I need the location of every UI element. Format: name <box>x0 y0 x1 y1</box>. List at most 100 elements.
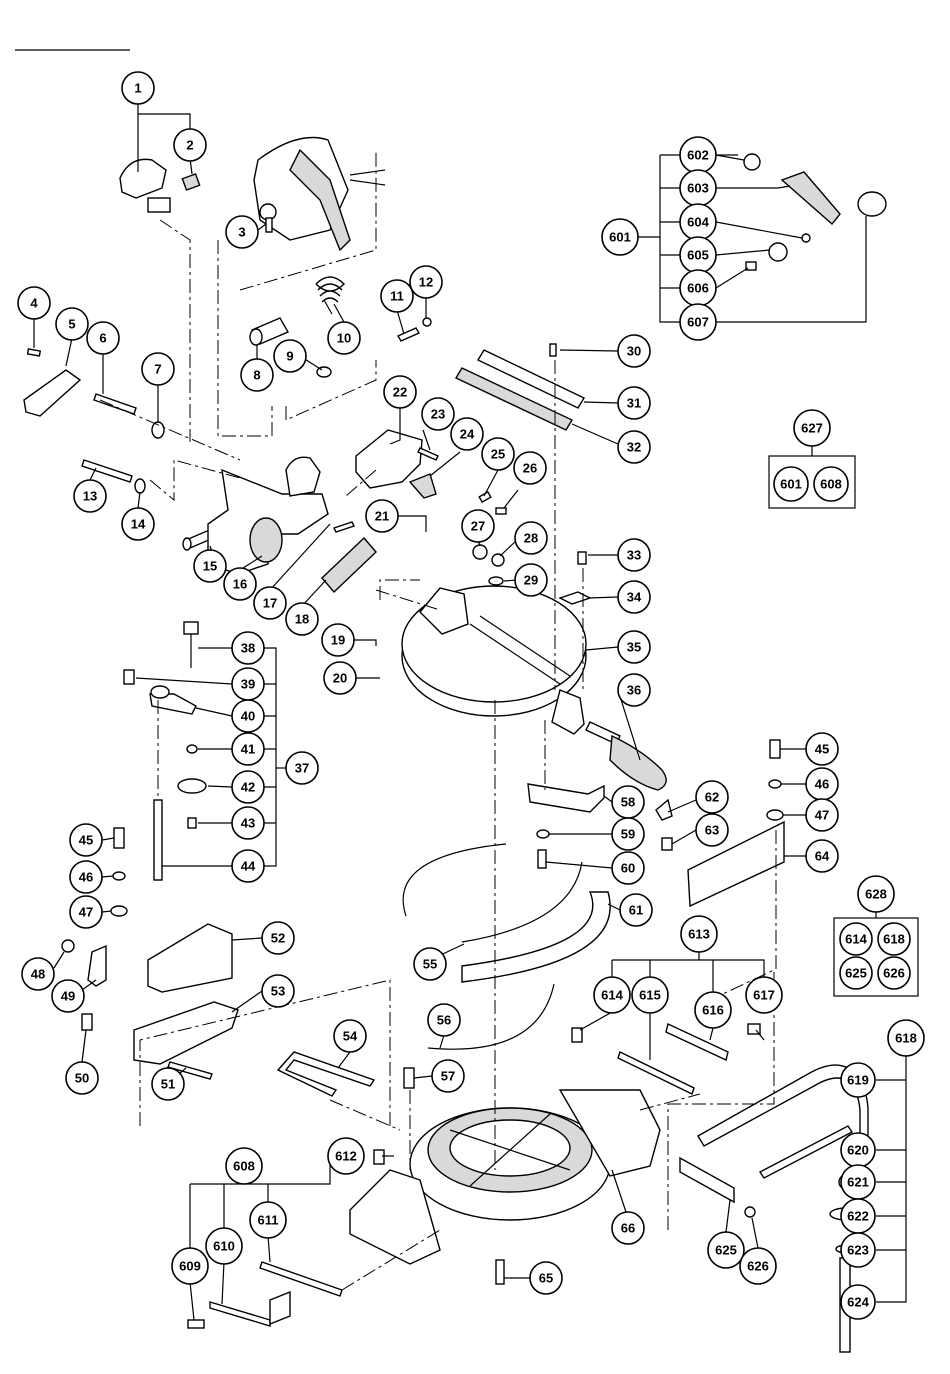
callout-608-label: 608 <box>233 1159 255 1174</box>
kit-627-box <box>768 455 856 509</box>
callout-12-label: 12 <box>419 275 433 290</box>
callout-626: 626 <box>739 1247 777 1285</box>
callout-31: 31 <box>617 386 651 420</box>
plate-18-drawing <box>321 536 377 594</box>
bolt-65-drawing <box>495 1259 505 1285</box>
kit-627-item-608: 608 <box>813 466 849 502</box>
callout-59: 59 <box>611 817 645 851</box>
callout-34: 34 <box>617 580 651 614</box>
bolt-13-drawing <box>81 459 133 483</box>
callout-40-label: 40 <box>241 709 255 724</box>
washer-14-drawing <box>134 478 146 494</box>
kit-628-item-614: 614 <box>839 922 873 956</box>
callout-627: 627 <box>793 409 831 447</box>
callout-7-label: 7 <box>154 362 161 377</box>
callout-625: 625 <box>707 1231 745 1269</box>
kit-627-item-601: 601 <box>773 466 809 502</box>
callout-3: 3 <box>225 215 259 249</box>
switch-drawing <box>119 158 167 199</box>
callout-38-label: 38 <box>241 641 255 656</box>
callout-31-label: 31 <box>627 396 641 411</box>
callout-35-label: 35 <box>627 640 641 655</box>
lever-24-drawing <box>408 473 437 499</box>
callout-5: 5 <box>55 307 89 341</box>
callout-36-label: 36 <box>627 683 641 698</box>
callout-28: 28 <box>514 521 548 555</box>
callout-614: 614 <box>593 976 631 1014</box>
callout-601-label: 601 <box>609 230 631 245</box>
bolt-45-right-drawing <box>769 739 781 759</box>
washer-46-left-drawing <box>112 871 126 881</box>
callout-63-label: 63 <box>705 823 719 838</box>
callout-611-label: 611 <box>258 1213 279 1228</box>
callout-37: 37 <box>285 751 319 785</box>
callout-45-right-label: 45 <box>815 742 829 757</box>
kit-628-box <box>833 917 919 997</box>
callout-617-label: 617 <box>753 988 775 1003</box>
handle-grip-drawing <box>289 148 351 252</box>
callout-610-label: 610 <box>213 1239 235 1254</box>
callout-13-label: 13 <box>83 489 97 504</box>
callout-624: 624 <box>840 1284 876 1320</box>
callout-46-right: 46 <box>805 767 839 801</box>
callout-613: 613 <box>680 915 718 953</box>
callout-58: 58 <box>611 785 645 819</box>
callout-64: 64 <box>805 839 839 873</box>
callout-613-label: 613 <box>688 927 710 942</box>
callout-18: 18 <box>285 602 319 636</box>
callout-620: 620 <box>840 1132 876 1168</box>
callout-46-left: 46 <box>69 860 103 894</box>
callout-45-left: 45 <box>69 823 103 857</box>
kit-628-item-626: 626 <box>877 956 911 990</box>
callout-619-label: 619 <box>847 1073 869 1088</box>
plate-625-drawing <box>679 1156 735 1204</box>
clip-614-drawing <box>571 1027 583 1043</box>
callout-35: 35 <box>617 630 651 664</box>
callout-603-label: 603 <box>687 181 709 196</box>
callout-38: 38 <box>231 631 265 665</box>
callout-622-label: 622 <box>847 1209 869 1224</box>
callout-39-label: 39 <box>241 677 255 692</box>
callout-18-label: 18 <box>295 612 309 627</box>
washer-47-left-drawing <box>110 905 128 917</box>
callout-42-label: 42 <box>241 780 255 795</box>
callout-614-label: 614 <box>601 988 623 1003</box>
callout-616-label: 616 <box>702 1003 724 1018</box>
clip-50-drawing <box>81 1013 93 1031</box>
callout-625-label: 625 <box>715 1243 737 1258</box>
callout-39: 39 <box>231 667 265 701</box>
callout-606: 606 <box>679 269 717 307</box>
callout-620-label: 620 <box>847 1143 869 1158</box>
ring-61-drawing <box>461 891 611 983</box>
callout-52: 52 <box>261 921 295 955</box>
callout-15-label: 15 <box>203 559 217 574</box>
callout-56: 56 <box>427 1003 461 1037</box>
callout-8: 8 <box>240 358 274 392</box>
callout-65: 65 <box>529 1261 563 1295</box>
callout-30: 30 <box>617 334 651 368</box>
callout-49-label: 49 <box>61 989 75 1004</box>
callout-11-label: 11 <box>390 289 404 304</box>
nut-605-drawing <box>768 242 788 262</box>
callout-621: 621 <box>840 1164 876 1200</box>
callout-60-label: 60 <box>621 861 635 876</box>
callout-615: 615 <box>631 976 669 1014</box>
callout-32-label: 32 <box>627 440 641 455</box>
callout-17-label: 17 <box>263 596 277 611</box>
lever-603-drawing <box>780 171 841 226</box>
callout-24: 24 <box>450 417 484 451</box>
callout-4: 4 <box>17 286 51 320</box>
callout-33-label: 33 <box>627 548 641 563</box>
knob-607-drawing <box>857 191 887 217</box>
callout-43: 43 <box>231 806 265 840</box>
callout-53: 53 <box>261 974 295 1008</box>
callout-29-label: 29 <box>524 573 538 588</box>
e-ring-drawing <box>422 317 432 327</box>
callout-64-label: 64 <box>815 849 830 864</box>
callout-62: 62 <box>695 780 729 814</box>
callout-63: 63 <box>695 813 729 847</box>
callout-606-label: 606 <box>687 281 709 296</box>
callout-612-label: 612 <box>335 1149 357 1164</box>
assembly-lines <box>99 150 777 1291</box>
